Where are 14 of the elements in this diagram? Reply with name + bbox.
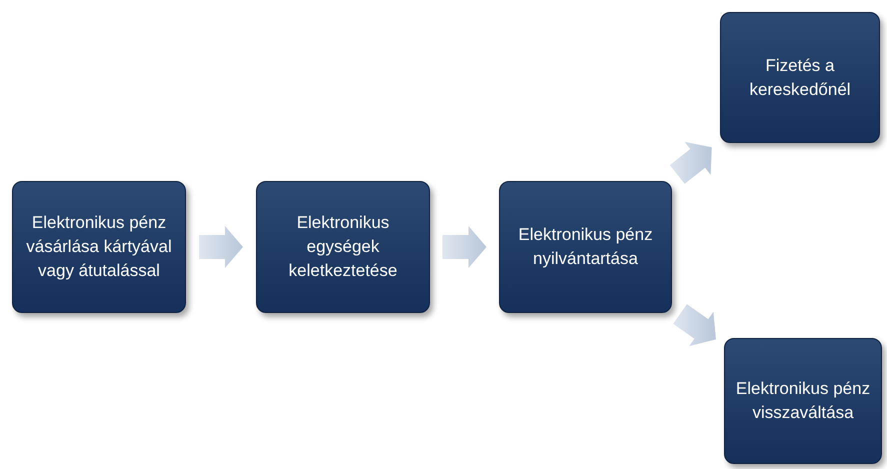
process-box (12, 181, 186, 313)
box-text: Elektronikus egységek keletkeztetése (288, 212, 398, 282)
block-arrow (199, 226, 243, 268)
process-box (499, 181, 672, 313)
process-box (256, 181, 430, 313)
block-arrow (670, 142, 712, 184)
block-arrow (673, 304, 716, 346)
process-box (720, 12, 880, 143)
box-text: Elektronikus pénz visszaváltása (734, 378, 872, 424)
box-text: Elektronikus pénz nyilvántartása (517, 224, 654, 270)
process-box (724, 338, 882, 464)
box-text: Elektronikus pénz vásárlása kártyával vagy átutalással (25, 212, 173, 282)
box-text: Fizetés a kereskedőnél (748, 54, 852, 100)
block-arrow (442, 226, 486, 268)
